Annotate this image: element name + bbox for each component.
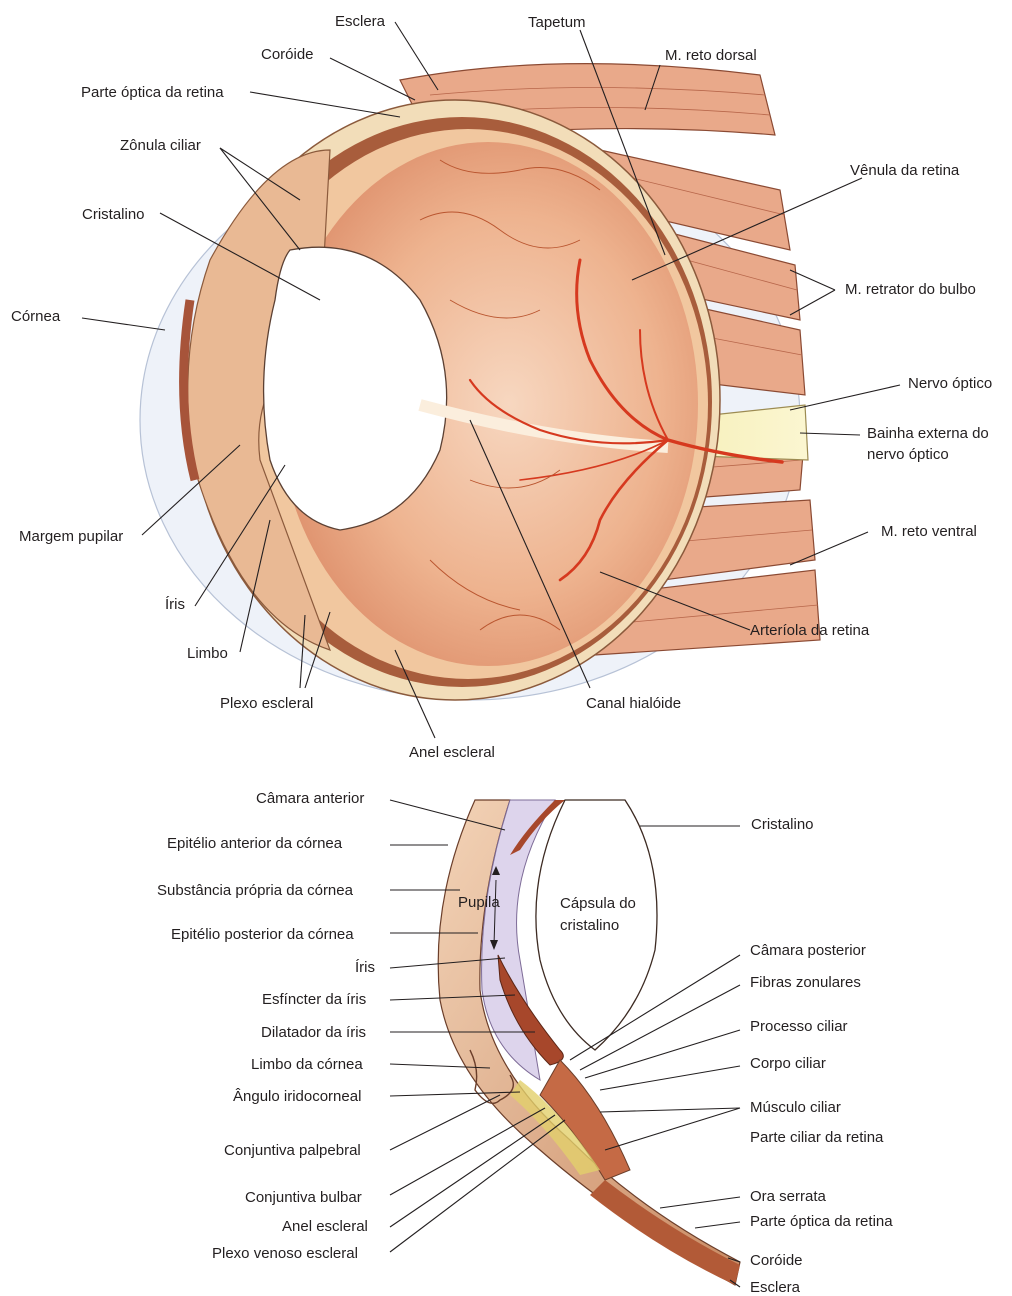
label-coroide: Coróide <box>261 46 314 63</box>
label-camara-anterior: Câmara anterior <box>256 790 364 807</box>
label-m-reto-dorsal: M. reto dorsal <box>665 47 757 64</box>
label-cristalino-top: Cristalino <box>82 206 145 223</box>
label-conjuntiva-bulbar: Conjuntiva bulbar <box>245 1189 362 1206</box>
label-arteriola-retina: Arteríola da retina <box>750 622 870 639</box>
label-zonula-ciliar: Zônula ciliar <box>120 137 201 154</box>
label-fibras-zonulares: Fibras zonulares <box>750 974 861 991</box>
label-plexo-venoso-escleral: Plexo venoso escleral <box>212 1245 358 1262</box>
label-capsula-2: cristalino <box>560 917 619 934</box>
label-iris-bottom: Íris <box>355 959 375 976</box>
label-tapetum: Tapetum <box>528 14 586 31</box>
bottom-labels-right: Cristalino Câmara posterior Fibras zonul… <box>750 816 893 1296</box>
label-plexo-escleral: Plexo escleral <box>220 695 313 712</box>
label-processo-ciliar: Processo ciliar <box>750 1018 848 1035</box>
label-anel-escleral-bottom: Anel escleral <box>282 1218 368 1235</box>
label-musculo-ciliar: Músculo ciliar <box>750 1099 841 1116</box>
label-pupila: Pupila <box>458 894 500 911</box>
label-corpo-ciliar: Corpo ciliar <box>750 1055 826 1072</box>
label-iris-top: Íris <box>165 596 185 613</box>
label-bainha-externa-1: Bainha externa do <box>867 425 989 442</box>
label-cornea: Córnea <box>11 308 61 325</box>
label-epitelio-posterior: Epitélio posterior da córnea <box>171 926 354 943</box>
label-parte-optica-retina-bottom: Parte óptica da retina <box>750 1213 893 1230</box>
label-bainha-externa-2: nervo óptico <box>867 446 949 463</box>
label-anel-escleral-top: Anel escleral <box>409 744 495 761</box>
bottom-labels-left: Câmara anterior Epitélio anterior da cór… <box>157 790 375 1262</box>
label-limbo-cornea: Limbo da córnea <box>251 1056 363 1073</box>
label-esclera: Esclera <box>335 13 386 30</box>
label-ora-serrata: Ora serrata <box>750 1188 827 1205</box>
label-capsula-1: Cápsula do <box>560 895 636 912</box>
label-epitelio-anterior: Epitélio anterior da córnea <box>167 835 343 852</box>
label-angulo-iridocorneal: Ângulo iridocorneal <box>233 1088 361 1105</box>
label-m-reto-ventral: M. reto ventral <box>881 523 977 540</box>
label-parte-ciliar-retina: Parte ciliar da retina <box>750 1129 884 1146</box>
label-conjuntiva-palpebral: Conjuntiva palpebral <box>224 1142 361 1159</box>
bottom-eye-section: Câmara anterior Epitélio anterior da cór… <box>157 790 893 1296</box>
label-limbo: Limbo <box>187 645 228 662</box>
label-dilatador-iris: Dilatador da íris <box>261 1024 366 1041</box>
label-m-retrator-bulbo: M. retrator do bulbo <box>845 281 976 298</box>
label-canal-hialoide: Canal hialóide <box>586 695 681 712</box>
label-substancia-propria: Substância própria da córnea <box>157 882 354 899</box>
choroid-retina-tail <box>590 1180 740 1285</box>
label-venula-retina: Vênula da retina <box>850 162 960 179</box>
label-esfincter-iris: Esfíncter da íris <box>262 991 366 1008</box>
label-nervo-optico: Nervo óptico <box>908 375 992 392</box>
label-margem-pupilar: Margem pupilar <box>19 528 123 545</box>
label-cristalino-bottom: Cristalino <box>751 816 814 833</box>
label-esclera-bottom: Esclera <box>750 1279 801 1296</box>
label-parte-optica-retina-top: Parte óptica da retina <box>81 84 224 101</box>
label-coroide-bottom: Coróide <box>750 1252 803 1269</box>
label-camara-posterior: Câmara posterior <box>750 942 866 959</box>
top-eye-diagram: Esclera Tapetum Coróide M. reto dorsal P… <box>11 13 992 761</box>
